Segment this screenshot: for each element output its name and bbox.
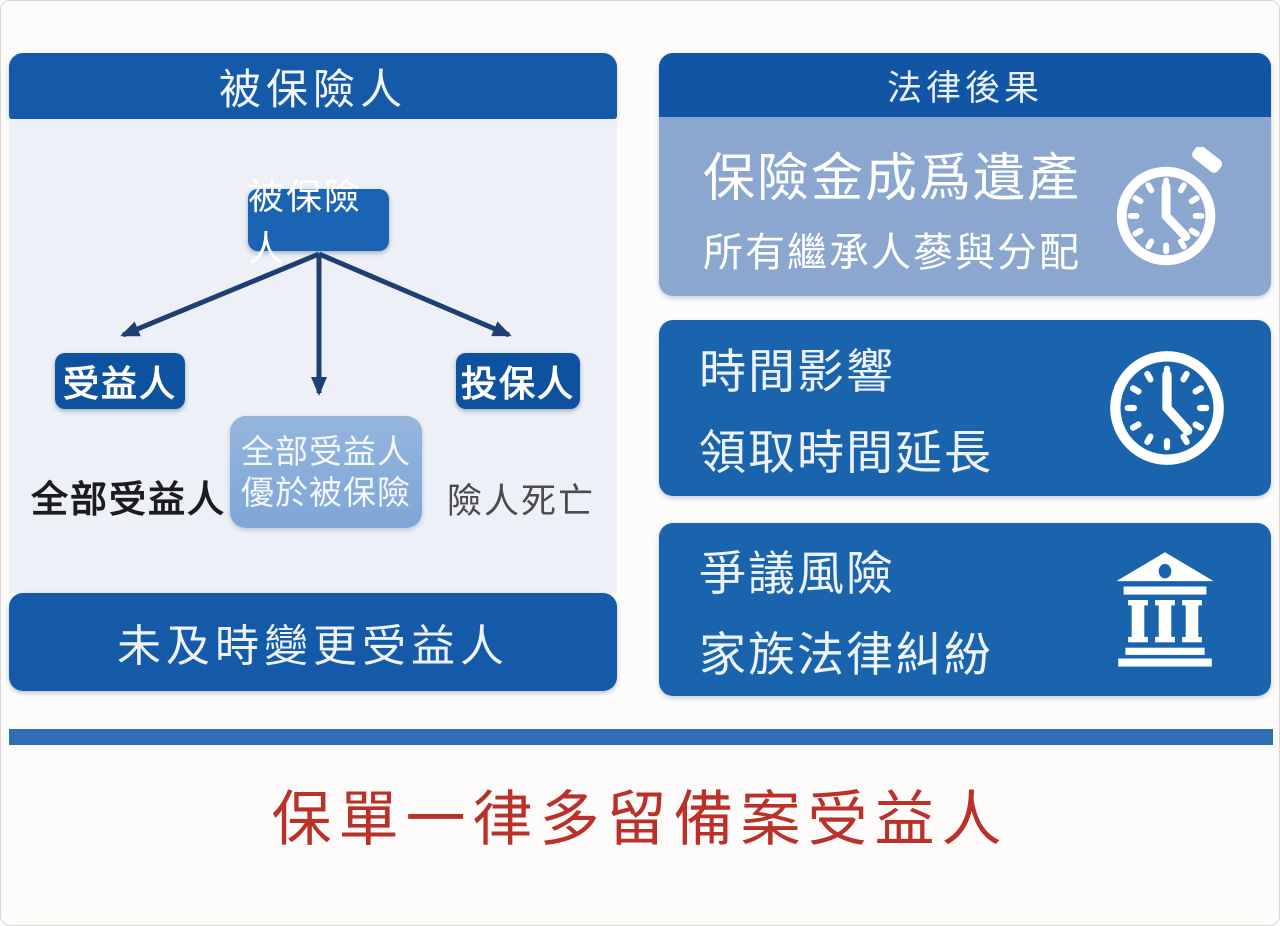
card-dispute-risk-line2: 家族法律糾紛 (699, 627, 993, 681)
flow-node-policyholder: 投保人 (456, 353, 580, 409)
insured-panel: 被保險人 被保險人 受益人 投保人 全部受益人 優於被保險 全部受益人 (9, 53, 617, 691)
caption-all-beneficiaries: 全部受益人 (31, 479, 226, 520)
insured-panel-title: 被保險人 (218, 65, 407, 113)
flow-note-line1: 全部受益人 (241, 433, 411, 470)
flow-note-line2: 優於被保險 (241, 474, 411, 511)
insured-panel-footer: 未及時變更受益人 (9, 593, 617, 691)
card-time-impact-line2: 領取時間延長 (699, 426, 993, 479)
card-time-impact: 時間影響 領取時間延長 (659, 320, 1271, 496)
card-dispute-risk-body: 爭議風險 家族法律糾紛 (699, 523, 993, 696)
legal-consequences-header: 法律後果 (659, 53, 1271, 117)
insured-panel-header: 被保險人 (9, 53, 617, 119)
card-dispute-risk-line1: 爭議風險 (699, 546, 895, 600)
divider-bar (9, 729, 1273, 745)
caption-insured-death: 險人死亡 (447, 482, 596, 521)
flow-node-beneficiary: 受益人 (55, 353, 185, 409)
flow-node-policyholder-label: 投保人 (460, 363, 575, 404)
flow-node-insured: 被保險人 (248, 176, 389, 269)
bank-icon (1116, 552, 1214, 667)
stopwatch-icon (1116, 147, 1223, 266)
card-estate-line1: 保險金成爲遺產 (703, 149, 1082, 208)
clock-icon (1110, 351, 1224, 465)
flow-node-beneficiary-label: 受益人 (62, 363, 177, 404)
card-time-impact-line1: 時間影響 (699, 345, 895, 398)
insured-panel-footer-label: 未及時變更受益人 (117, 622, 509, 671)
flow-node-insured-label: 被保險人 (248, 176, 363, 269)
card-estate-line2: 所有繼承人蔘與分配 (703, 230, 1081, 275)
card-time-impact-body: 時間影響 領取時間延長 (699, 320, 993, 496)
card-estate-body: 保險金成爲遺產 所有繼承人蔘與分配 (659, 117, 1271, 296)
legal-consequences-title: 法律後果 (886, 68, 1043, 108)
card-dispute-risk: 爭議風險 家族法律糾紛 (659, 523, 1271, 696)
headline-text: 保單一律多留備案受益人 (271, 786, 1009, 853)
flow-note-box: 全部受益人 優於被保險 (230, 416, 422, 528)
card-estate: 法律後果 保險金成爲遺產 所有繼承人蔘與分配 (659, 53, 1271, 296)
legal-consequences-panel: 法律後果 保險金成爲遺產 所有繼承人蔘與分配 (659, 53, 1271, 696)
